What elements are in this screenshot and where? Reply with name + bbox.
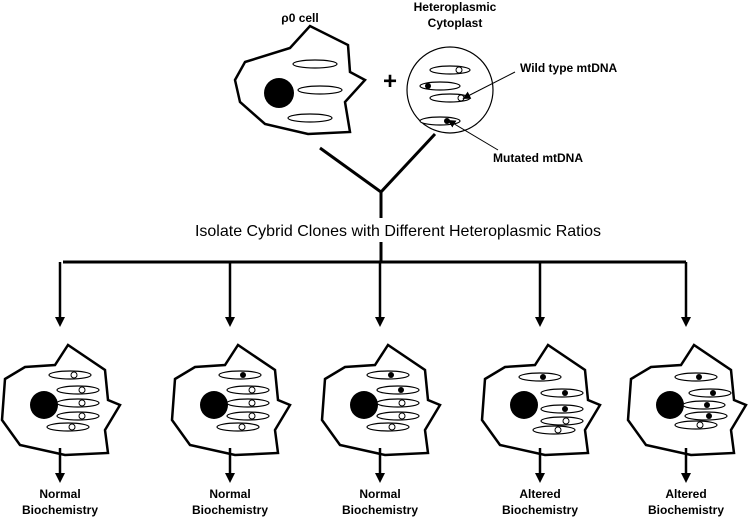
mutated-mtdna xyxy=(444,118,450,124)
wild-type-mtdna xyxy=(248,399,256,407)
wild-type-mtdna xyxy=(388,423,396,431)
wild-type-mtdna xyxy=(78,386,86,394)
rho-zero-cell xyxy=(233,24,368,136)
mitochondrion xyxy=(216,422,260,432)
clone-result-line2: Biochemistry xyxy=(342,503,418,517)
mitochondrion xyxy=(376,411,420,421)
clone-result-line2: Biochemistry xyxy=(192,503,268,517)
clone-result-line1: Normal xyxy=(209,487,250,501)
wild-type-mtdna xyxy=(248,386,256,394)
wild-type-mtdna xyxy=(70,371,78,379)
cybrid-cell xyxy=(320,343,442,457)
wild-type-mtdna xyxy=(68,423,76,431)
mutated-mtdna xyxy=(240,372,246,378)
mutated-label: Mutated mtDNA xyxy=(493,151,583,165)
mutated-mtdna xyxy=(710,390,716,396)
clone-result-line2: Biochemistry xyxy=(22,503,98,517)
mitochondrion xyxy=(540,416,584,426)
mitochondrion xyxy=(376,398,420,408)
wild-type-mtdna xyxy=(554,426,562,434)
mutated-mtdna xyxy=(704,402,710,408)
nucleus xyxy=(350,391,378,419)
mitochondrion xyxy=(56,411,100,421)
nucleus xyxy=(30,391,58,419)
mutated-mtdna xyxy=(706,413,712,419)
wild-type-mtdna xyxy=(696,421,704,429)
wild-type-mtdna xyxy=(455,66,463,74)
isolate-clones-label: Isolate Cybrid Clones with Different Het… xyxy=(195,223,601,240)
heteroplasmic-cytoplast xyxy=(406,46,494,134)
nucleus xyxy=(264,78,294,108)
cytoplast-label-line2: Cytoplast xyxy=(428,16,483,30)
rho-zero-label: ρ0 cell xyxy=(281,11,318,25)
mitochondrion xyxy=(46,422,90,432)
wild-type-pointer xyxy=(462,71,516,99)
cybrid-cell xyxy=(626,343,748,457)
nucleus xyxy=(510,391,538,419)
mitochondrion xyxy=(56,398,100,408)
wild-type-mtdna xyxy=(562,417,570,425)
mitochondrion xyxy=(532,425,576,435)
clone-result-line2: Biochemistry xyxy=(502,503,578,517)
mutated-mtdna xyxy=(562,390,568,396)
cybrid-cell xyxy=(0,343,122,457)
mutated-pointer xyxy=(447,119,499,151)
clone-result-line2: Biochemistry xyxy=(648,503,724,517)
clone-result-line1: Normal xyxy=(359,487,400,501)
mutated-mtdna xyxy=(388,372,394,378)
wild-type-mtdna xyxy=(78,412,86,420)
wild-type-mtdna xyxy=(457,94,465,102)
mutated-mtdna xyxy=(562,406,568,412)
nucleus xyxy=(200,391,228,419)
mitochondrion xyxy=(297,85,343,95)
wild-type-mtdna xyxy=(238,423,246,431)
clone-result-line1: Altered xyxy=(665,487,706,501)
mitochondrion xyxy=(48,370,92,380)
cybrid-cell xyxy=(480,343,602,457)
mutated-mtdna xyxy=(696,374,702,380)
mitochondrion xyxy=(674,420,718,430)
mutated-mtdna xyxy=(398,387,404,393)
nucleus xyxy=(656,391,684,419)
mitochondrion xyxy=(226,398,270,408)
mitochondrion xyxy=(366,422,410,432)
mitochondrion xyxy=(226,411,270,421)
wild-type-label: Wild type mtDNA xyxy=(520,61,618,75)
mutated-mtdna xyxy=(425,83,431,89)
mitochondrion xyxy=(429,65,471,75)
mitochondrion xyxy=(287,113,333,123)
wild-type-mtdna xyxy=(398,412,406,420)
cytoplast-label-line1: Heteroplasmic xyxy=(414,0,497,14)
clone-result-line1: Altered xyxy=(519,487,560,501)
cybrid-cell xyxy=(170,343,292,457)
clone-result-line1: Normal xyxy=(39,487,80,501)
mitochondrion xyxy=(226,385,270,395)
wild-type-mtdna xyxy=(248,412,256,420)
wild-type-mtdna xyxy=(398,399,406,407)
fusion-connector xyxy=(319,132,437,262)
mitochondrion xyxy=(292,59,338,69)
plus-sign: + xyxy=(383,68,397,95)
mitochondrion xyxy=(56,385,100,395)
mutated-mtdna xyxy=(540,374,546,380)
wild-type-mtdna xyxy=(78,399,86,407)
